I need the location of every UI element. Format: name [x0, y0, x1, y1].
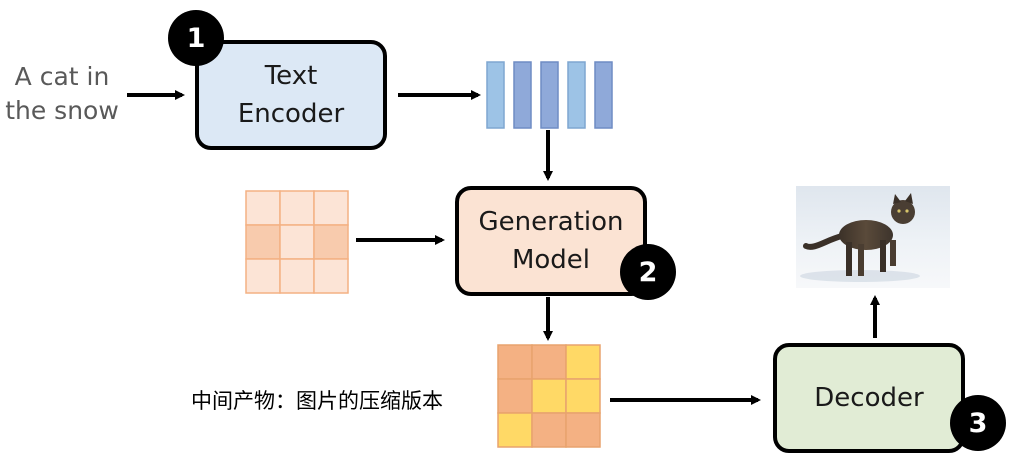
grid-cell [531, 344, 567, 380]
grid-cell [531, 412, 567, 448]
input-prompt-line-1: A cat in [14, 62, 110, 91]
grid-cell [279, 190, 315, 226]
embedding-bar [540, 61, 559, 129]
grid-cell [497, 378, 533, 414]
embedding-bar [567, 61, 586, 129]
decoder-label: Decoder [814, 383, 924, 413]
generation-model-label-line-1: Generation [478, 207, 624, 237]
text-encoder-label-line-1: Text [264, 61, 318, 91]
noise-input-grid [245, 190, 349, 294]
grid-cell [565, 344, 601, 380]
grid-cell [245, 258, 281, 294]
step-2-badge: 2 [620, 244, 676, 300]
intermediate-product-label: 中间产物：图片的压缩版本 [191, 389, 443, 413]
grid-cell [565, 412, 601, 448]
step-1-badge: 1 [168, 10, 224, 66]
grid-cell [245, 190, 281, 226]
text-embedding-vectors [486, 61, 613, 129]
step-3-badge: 3 [950, 395, 1006, 451]
input-prompt-line-2: the snow [5, 96, 119, 125]
grid-cell [245, 224, 281, 260]
grid-cell [313, 224, 349, 260]
grid-cell [279, 258, 315, 294]
text-encoder-label-line-2: Encoder [237, 99, 345, 129]
embedding-bar [594, 61, 613, 129]
generation-model-box: Generation Model [455, 186, 647, 296]
text-encoder-box: Text Encoder [195, 40, 387, 150]
grid-cell [531, 378, 567, 414]
input-prompt: A cat in the snow [0, 60, 124, 128]
grid-cell [497, 412, 533, 448]
decoder-box: Decoder [773, 343, 965, 453]
embedding-bar [513, 61, 532, 129]
generation-model-label-line-2: Model [511, 245, 591, 275]
grid-cell [313, 190, 349, 226]
grid-cell [279, 224, 315, 260]
latent-grid [497, 344, 601, 448]
grid-cell [313, 258, 349, 294]
output-cat-image [796, 186, 950, 288]
embedding-bar [486, 61, 505, 129]
grid-cell [497, 344, 533, 380]
grid-cell [565, 378, 601, 414]
